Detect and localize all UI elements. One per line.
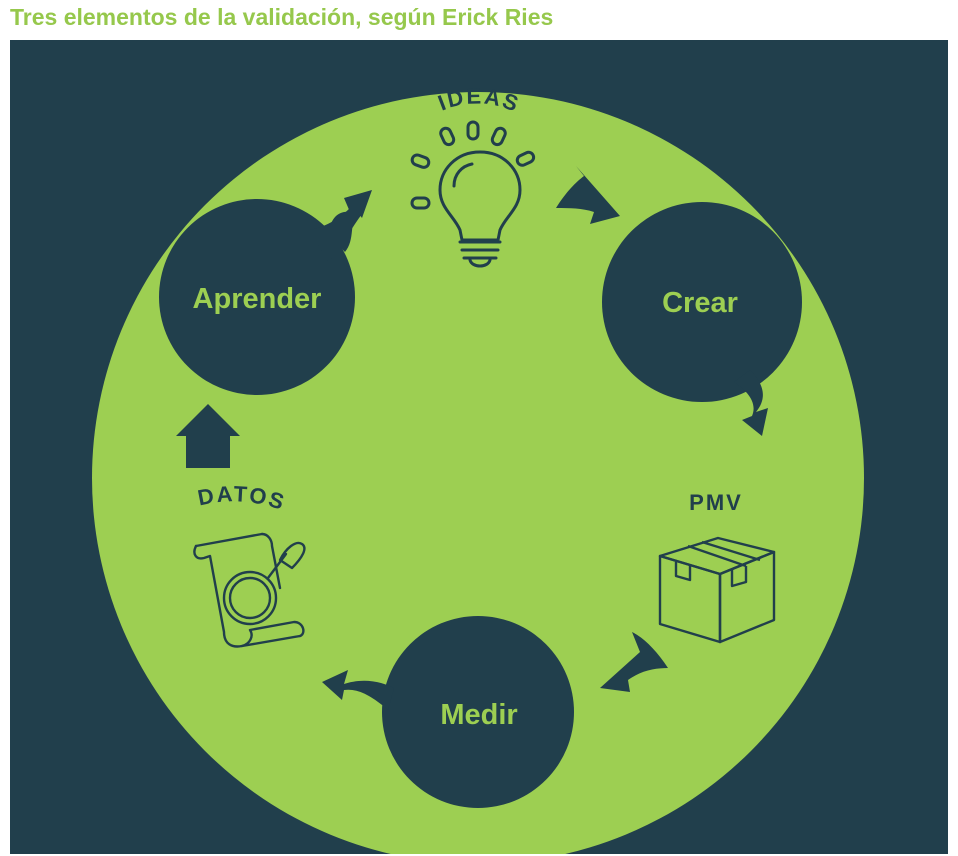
output-label-pmv: PMV: [689, 490, 743, 515]
box-icon: [658, 536, 776, 644]
cycle-diagram: Aprender Crear Medir IDEAS: [92, 83, 864, 854]
arrow-ideas-to-crear: [556, 166, 620, 224]
diagram-panel: Aprender Crear Medir IDEAS: [10, 40, 948, 854]
stage-label-crear: Crear: [662, 287, 738, 319]
node-crear: Crear: [602, 202, 802, 436]
node-medir: Medir: [322, 616, 574, 808]
arrow-crear-to-pmv: [734, 370, 768, 436]
stage-label-medir: Medir: [440, 699, 517, 731]
arrow-datos-to-aprender: [176, 404, 240, 468]
page-title: Tres elementos de la validación, según E…: [10, 4, 554, 30]
output-pmv: PMV: [658, 490, 776, 644]
magnifier-document-icon: [193, 532, 306, 648]
lightbulb-icon: [410, 120, 536, 268]
arrow-pmv-to-medir: [600, 632, 668, 692]
stage-label-aprender: Aprender: [193, 283, 322, 315]
arrow-medir-to-datos: [322, 670, 394, 710]
node-aprender: Aprender: [159, 190, 372, 395]
